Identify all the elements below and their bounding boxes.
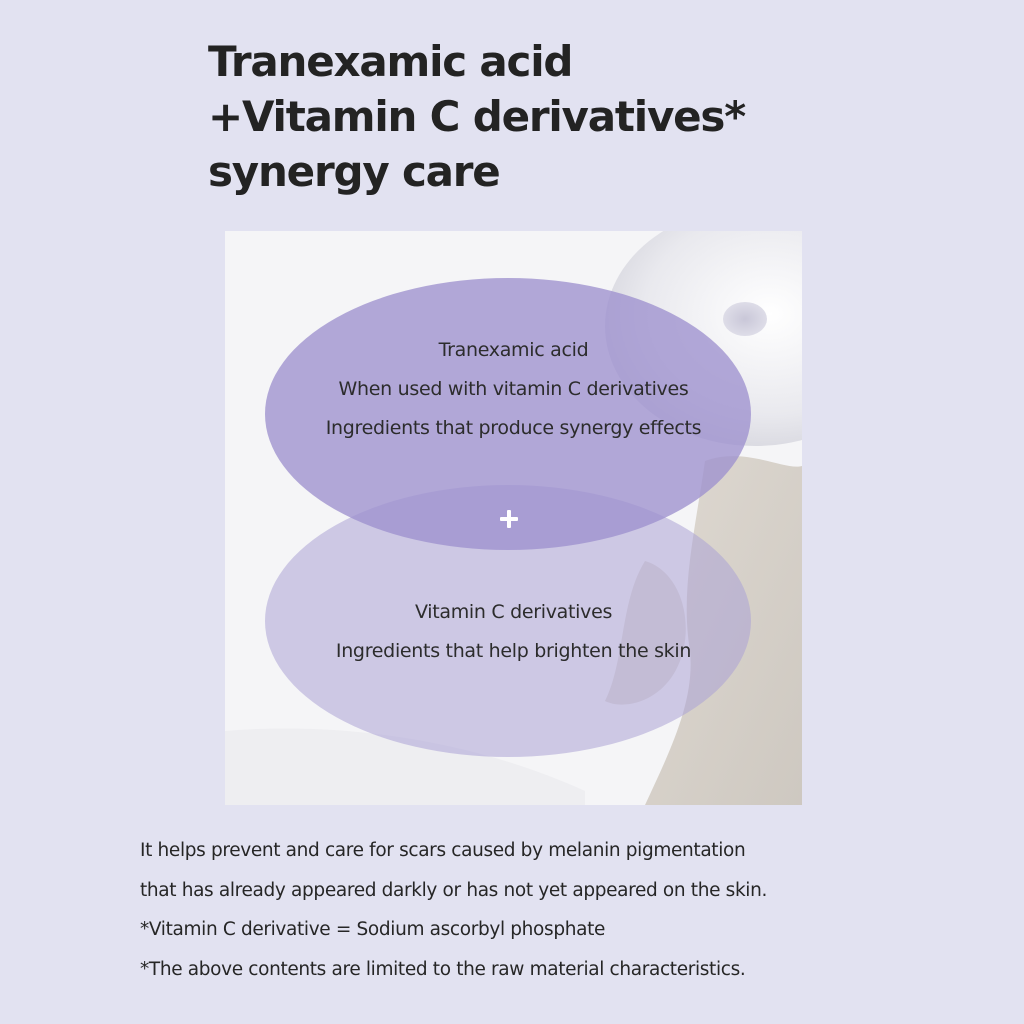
headline-line-2: +Vitamin C derivatives* (208, 92, 746, 141)
tranexamic-acid-line-2: When used with vitamin C derivatives (338, 378, 689, 400)
footnote-disclaimer: *The above contents are limited to the r… (140, 958, 746, 980)
tranexamic-acid-bubble (265, 278, 751, 550)
tranexamic-acid-line-3: Ingredients that produce synergy effects (325, 417, 702, 439)
headline-line-1: Tranexamic acid (208, 37, 573, 86)
vitamin-c-text: Vitamin C derivatives Ingredients that h… (225, 593, 802, 671)
description: It helps prevent and care for scars caus… (140, 831, 1000, 989)
description-line-2: that has already appeared darkly or has … (140, 879, 768, 901)
headline: Tranexamic acid +Vitamin C derivatives* … (208, 34, 928, 199)
vitamin-c-line-1: Vitamin C derivatives (414, 601, 613, 623)
plus-icon (499, 509, 519, 529)
vitamin-c-line-2: Ingredients that help brighten the skin (335, 640, 692, 662)
headline-line-3: synergy care (208, 147, 501, 196)
tranexamic-acid-line-1: Tranexamic acid (438, 339, 589, 361)
tranexamic-acid-text: Tranexamic acid When used with vitamin C… (225, 331, 802, 448)
description-line-1: It helps prevent and care for scars caus… (140, 840, 746, 861)
footnote-vitamin-c: *Vitamin C derivative = Sodium ascorbyl … (140, 919, 606, 940)
product-visual: Tranexamic acid When used with vitamin C… (225, 231, 802, 805)
